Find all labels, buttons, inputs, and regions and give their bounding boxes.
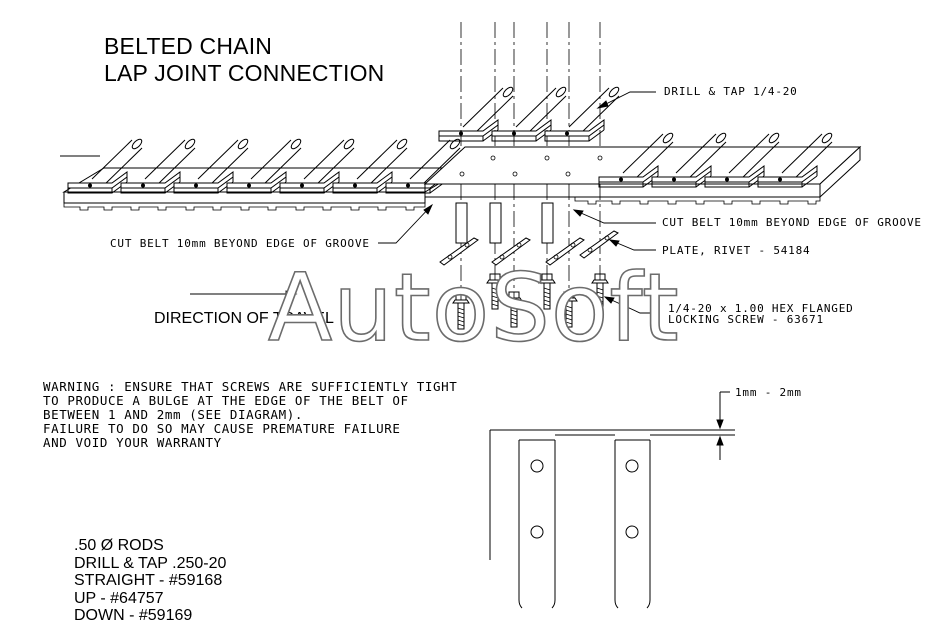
gap-dimension-label: 1mm - 2mm — [735, 386, 802, 399]
screw-callout-line-2: LOCKING SCREW - 63671 — [668, 313, 824, 326]
joint-strips — [455, 202, 554, 244]
rod-spec-line: UP - #64757 — [74, 589, 164, 607]
drill-tap-callout: DRILL & TAP 1/4-20 — [664, 85, 798, 98]
autosoft-watermark: AutoSoft — [267, 254, 680, 363]
plate-rivet-callout: PLATE, RIVET - 54184 — [662, 244, 811, 257]
title-line-2: LAP JOINT CONNECTION — [104, 60, 385, 86]
leader-lines — [190, 91, 658, 314]
warning-line: FAILURE TO DO SO MAY CAUSE PREMATURE FAI… — [43, 421, 401, 436]
cut-belt-left-callout: CUT BELT 10mm BEYOND EDGE OF GROOVE — [110, 237, 370, 250]
warning-line: AND VOID YOUR WARRANTY — [43, 435, 222, 450]
screw-callout-line-1: 1/4-20 x 1.00 HEX FLANGED — [668, 302, 854, 315]
rod-spec-block: .50 Ø RODS DRILL & TAP .250-20 STRAIGHT … — [74, 537, 226, 625]
rod-spec-line: DOWN - #59169 — [74, 607, 193, 625]
rod-spec-line: .50 Ø RODS — [74, 537, 164, 554]
warning-line: WARNING : ENSURE THAT SCREWS ARE SUFFICI… — [43, 379, 458, 394]
direction-of-travel-label: DIRECTION OF TRAVEL — [154, 310, 334, 327]
rod-spec-line: STRAIGHT - #59168 — [74, 572, 223, 590]
warning-line: TO PRODUCE A BULGE AT THE EDGE OF THE BE… — [43, 393, 409, 408]
left-cleats — [67, 137, 462, 194]
right-belt — [423, 145, 862, 205]
warning-line: BETWEEN 1 AND 2mm (SEE DIAGRAM). — [43, 407, 304, 422]
cut-belt-right-callout: CUT BELT 10mm BEYOND EDGE OF GROOVE — [662, 216, 922, 229]
detail-view — [489, 391, 735, 609]
title-line-1: BELTED CHAIN — [104, 33, 273, 59]
rod-spec-line: DRILL & TAP .250-20 — [74, 554, 227, 572]
warning-block: WARNING : ENSURE THAT SCREWS ARE SUFFICI… — [43, 380, 457, 450]
